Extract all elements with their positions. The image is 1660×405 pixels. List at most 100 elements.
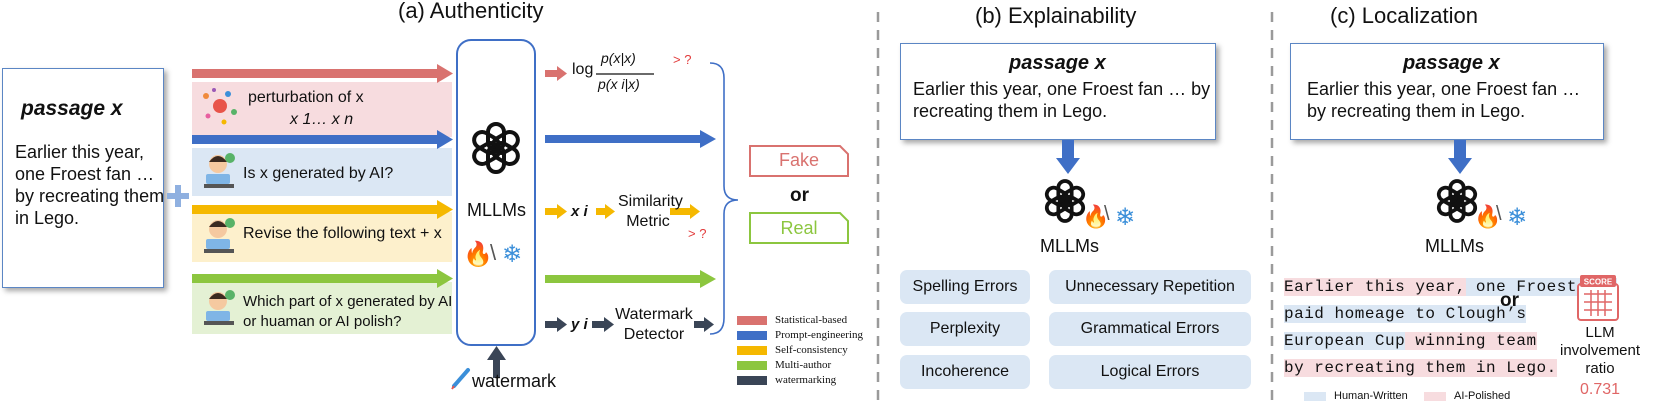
legend-label: Self-consistency (775, 344, 848, 356)
segment-human-2: paid homeage to Clough’s (1284, 305, 1527, 323)
localized-line-2: paid homeage to Clough’s (1284, 300, 1527, 328)
legend-swatch-ai (1424, 392, 1446, 401)
out-arrow-dark-2 (604, 317, 614, 332)
out-arrow-yellow-2 (605, 204, 615, 219)
openai-logo-icon-b (1044, 179, 1086, 223)
plus-icon (167, 185, 189, 207)
slash-divider-b: \ (1104, 203, 1110, 225)
localized-line-4: by recreating them in Lego. (1284, 354, 1557, 382)
yi-label: y i (571, 316, 588, 333)
band-selfconsistency (192, 212, 452, 262)
out-arrow-red (557, 66, 567, 81)
out-arrow-yellow-1 (557, 204, 567, 219)
passage-text-b: Earlier this year, one Froest fan … by r… (913, 79, 1211, 121)
watermark-arrow (487, 346, 506, 360)
passage-box-a: passage x Earlier this year, one Froest … (2, 68, 164, 288)
log-denominator: p(x i|x) (598, 76, 640, 92)
passage-box-c: passage x Earlier this year, one Froest … (1290, 43, 1604, 140)
band-prompt (192, 148, 452, 196)
mllm-label-c: MLLMs (1425, 236, 1485, 256)
out-arrow-dark-1 (557, 317, 567, 332)
legend-label: Statistical-based (775, 314, 848, 326)
localized-line-1: Earlier this year, one Froest fan (1284, 273, 1618, 301)
legend-item: watermarking (737, 374, 836, 386)
localized-line-3: European Cup winning team (1284, 327, 1537, 355)
watermark-detector: Watermark Detector (615, 306, 693, 343)
legend-label: Prompt-engineering (775, 329, 863, 341)
legend-swatch-human (1304, 392, 1326, 401)
legend-item: Multi-author (737, 359, 831, 371)
pen-icon (451, 368, 470, 390)
or-label-a: or (790, 185, 809, 206)
mllm-label-b: MLLMs (1040, 236, 1100, 256)
band-multiauthor (192, 282, 452, 334)
legend-item: Prompt-engineering (737, 329, 863, 341)
ratio-value: 0.731 (1580, 381, 1621, 398)
segment-human-3: European Cup (1284, 332, 1406, 350)
perturbation-line1: perturbation of x (248, 89, 364, 106)
openai-logo-icon-c (1436, 179, 1478, 223)
perturbation-dots-icon (203, 88, 237, 125)
out-arrow-dark-3 (704, 317, 714, 332)
error-type-pill: Perplexity (900, 312, 1030, 346)
segment-ai-3: by recreating them in Lego. (1284, 359, 1557, 377)
log-prefix: log (572, 61, 594, 78)
score-badge-text: SCORE (1584, 278, 1613, 287)
out-arrow-green (700, 270, 716, 288)
error-type-pill: Unnecessary Repetition (1049, 270, 1251, 304)
error-type-pill: Incoherence (900, 355, 1030, 389)
legend-swatch (737, 330, 767, 340)
openai-logo-icon-a (472, 122, 520, 174)
prompt-is-generated: Is x generated by AI? (243, 165, 394, 182)
legend-ai-label: AI-Polished (1454, 390, 1511, 402)
down-arrow-c (1448, 140, 1472, 174)
fake-label: Fake (778, 150, 820, 170)
snowflake-icon-a: ❄ (502, 241, 523, 268)
error-type-pill: Logical Errors (1049, 355, 1251, 389)
similarity-metric: Similarity Metric (618, 193, 683, 230)
passage-text: Earlier this year, one Froest fan … by r… (15, 142, 165, 228)
prompt-which-part: Which part of x generated by AI or huama… (243, 293, 453, 330)
legend-swatch (737, 315, 767, 325)
xi-label: x i (571, 203, 588, 220)
passage-title-b: passage x (1009, 52, 1106, 74)
real-box (749, 212, 849, 244)
log-numerator: p(x|x) (601, 50, 636, 66)
legend-item: Statistical-based (737, 314, 847, 326)
legend-swatch (737, 345, 767, 355)
passage-text-c: Earlier this year, one Froest fan … by r… (1307, 79, 1581, 121)
user-computer-icon-2 (204, 218, 235, 253)
user-computer-icon-3 (204, 290, 235, 325)
score-card-icon: SCORE (1577, 275, 1619, 321)
real-label: Real (780, 218, 818, 238)
or-label-c: or (1500, 290, 1519, 311)
legend-human-label: Human-Written (1334, 390, 1408, 402)
passage-box-b: passage x Earlier this year, one Froest … (900, 43, 1216, 140)
title-localization: (c) Localization (1330, 3, 1478, 28)
threshold-1: > ? (673, 52, 692, 67)
legend-swatch (737, 375, 767, 385)
fake-box (749, 145, 849, 177)
out-arrow-yellow-3 (690, 204, 700, 219)
legend-label: Multi-author (775, 359, 832, 371)
title-explainability: (b) Explainability (975, 3, 1137, 28)
slash-divider-a: \ (490, 240, 497, 265)
error-type-pill: Spelling Errors (900, 270, 1030, 304)
fire-icon-a: 🔥 (463, 241, 493, 268)
passage-title-c: passage x (1403, 52, 1500, 74)
snowflake-icon-c: ❄ (1507, 204, 1528, 231)
prompt-revise: Revise the following text + x (243, 225, 442, 242)
mllm-box (456, 39, 536, 346)
brace (709, 62, 739, 335)
segment-ai-2: winning team (1405, 332, 1537, 350)
arrow-multiauthor (192, 274, 437, 283)
error-type-pill: Grammatical Errors (1049, 312, 1251, 346)
down-arrow-b (1056, 140, 1080, 174)
arrow-statistical (192, 69, 437, 78)
fire-icon-b: 🔥 (1082, 204, 1110, 229)
fire-icon-c: 🔥 (1474, 204, 1502, 229)
title-authenticity: (a) Authenticity (398, 0, 544, 23)
snowflake-icon-b: ❄ (1115, 204, 1136, 231)
legend-item: Self-consistency (737, 344, 848, 356)
out-arrow-blue (700, 130, 716, 148)
